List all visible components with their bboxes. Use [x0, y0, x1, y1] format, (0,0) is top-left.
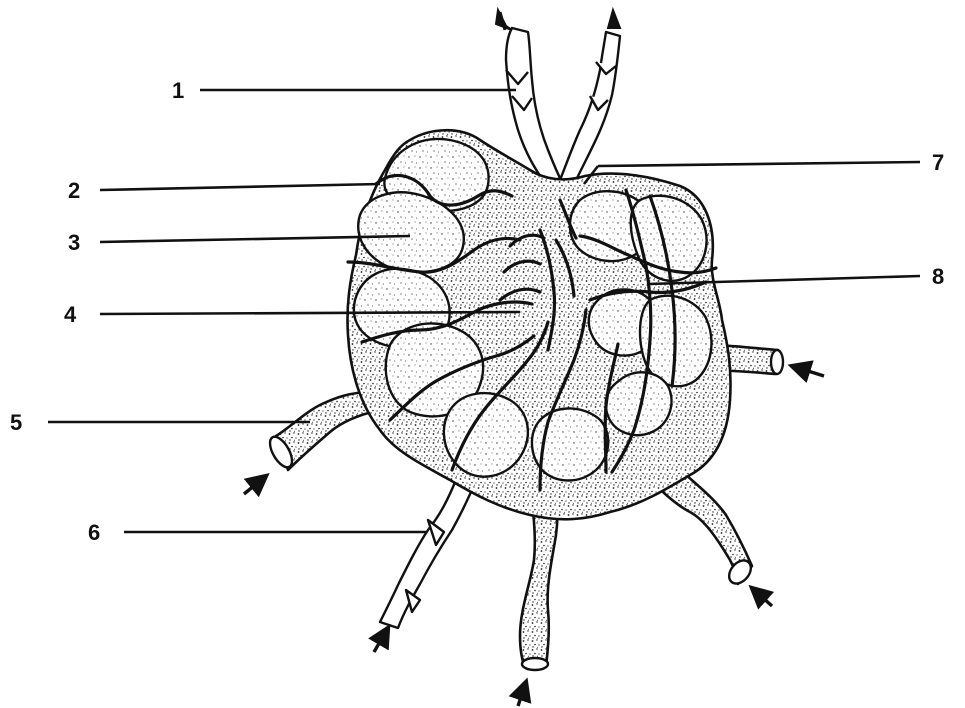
efferent-vessel-right — [560, 32, 620, 192]
label-7: 7 — [932, 150, 944, 175]
label-2: 2 — [68, 178, 80, 203]
label-6: 6 — [88, 520, 100, 545]
arrow-afferent-lower-right — [752, 588, 772, 606]
label-3: 3 — [68, 230, 80, 255]
label-8: 8 — [932, 264, 944, 289]
label-5: 5 — [10, 410, 22, 435]
label-4: 4 — [64, 302, 77, 327]
leader-line-2 — [100, 184, 380, 190]
arrow-afferent-lower-left — [374, 628, 388, 652]
arrow-afferent-bottom — [518, 682, 526, 706]
afferent-vessel-lower-left — [380, 475, 476, 628]
leader-line-7 — [598, 162, 920, 166]
efferent-arrow — [608, 10, 620, 28]
label-1: 1 — [172, 78, 184, 103]
afferent-vessel-bottom — [520, 495, 558, 666]
arrow-afferent-left — [244, 476, 266, 494]
afferent-vessel-opening — [771, 350, 783, 374]
afferent-vessel-opening — [522, 658, 548, 670]
arrow-afferent-right — [792, 366, 824, 376]
